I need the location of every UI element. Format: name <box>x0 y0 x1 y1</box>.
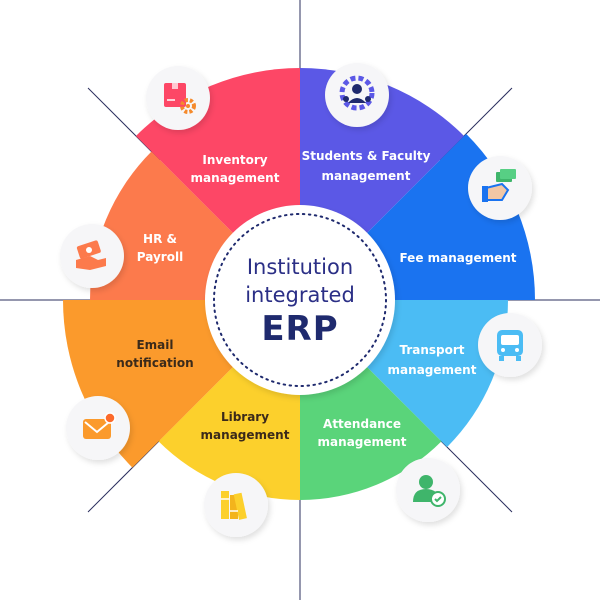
icon-bubble-attendance <box>396 458 460 522</box>
icon-bubble-students <box>325 63 389 127</box>
books-icon <box>221 491 247 520</box>
segment-label-line: management <box>322 169 411 183</box>
center-line-1: Institution <box>247 255 353 279</box>
icon-bubble-inventory <box>146 66 210 130</box>
segment-label-fee: Fee management <box>399 251 516 265</box>
icon-bubbles <box>60 63 542 537</box>
segment-label-transport: Transport management <box>388 343 477 377</box>
segment-label-line: Payroll <box>137 250 183 264</box>
center-line-2: integrated <box>245 283 355 307</box>
icon-bubble-email <box>66 396 130 460</box>
center-hub: Institution integrated ERP <box>205 205 395 395</box>
icon-bubble-library <box>204 473 268 537</box>
segment-label-email: Email notification <box>116 338 193 370</box>
segment-label-library: Library management <box>201 410 290 442</box>
segment-label-line: Transport <box>399 343 464 357</box>
center-dotted-ring <box>213 213 387 387</box>
segment-label-attendance: Attendance management <box>318 417 407 449</box>
bubble-circle <box>325 63 389 127</box>
faculty-gear-icon <box>339 75 375 111</box>
segment-label-line: Students & Faculty <box>302 149 431 163</box>
segment-label-line: management <box>201 428 290 442</box>
segment-label-line: HR & <box>143 232 177 246</box>
icon-bubble-transport <box>478 313 542 377</box>
bubble-circle <box>60 224 124 288</box>
envelope-icon <box>83 412 116 439</box>
icon-bubble-hr <box>60 224 124 288</box>
icon-bubble-fee <box>468 156 532 220</box>
segment-label-line: Library <box>221 410 269 424</box>
segment-label-line: notification <box>116 356 193 370</box>
center-title: ERP <box>261 309 338 349</box>
segment-label-inventory: Inventory management <box>191 153 280 185</box>
bus-icon <box>497 330 523 361</box>
segment-label-students: Students & Faculty management <box>302 149 431 183</box>
center-circle <box>205 205 395 395</box>
segment-label-line: Inventory <box>202 153 267 167</box>
guide-line <box>439 439 513 513</box>
segment-label-line: management <box>191 171 280 185</box>
hand-cash-icon <box>482 169 516 202</box>
box-gear-icon <box>164 83 196 114</box>
segment-label-line: Fee management <box>399 251 516 265</box>
segment-label-line: management <box>318 435 407 449</box>
hand-money-icon <box>76 240 106 270</box>
segment-label-line: Attendance <box>323 417 401 431</box>
segment-label-hr: HR & Payroll <box>137 232 183 264</box>
segment-label-line: Email <box>136 338 173 352</box>
segment-label-line: management <box>388 363 477 377</box>
user-check-icon <box>413 475 446 507</box>
